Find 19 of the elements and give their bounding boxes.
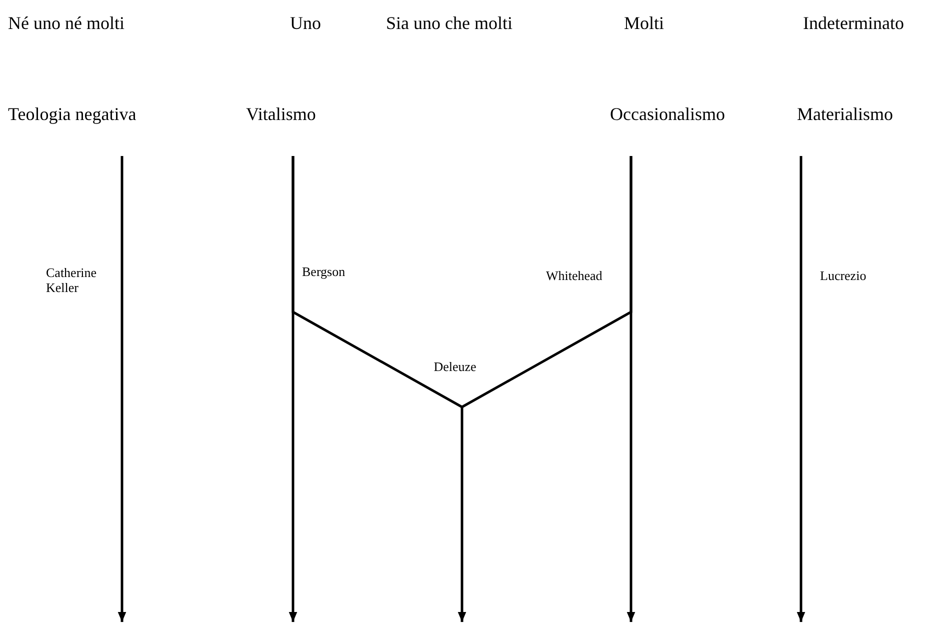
column-heading: Molti [624, 12, 664, 34]
name-label: Lucrezio [820, 268, 866, 283]
name-label: Catherine Keller [46, 265, 96, 295]
name-label: Deleuze [432, 359, 478, 375]
connector-line [292, 156, 463, 408]
category-label: Teologia negativa [8, 103, 138, 125]
arrow [796, 156, 806, 622]
column-heading: Uno [290, 12, 321, 34]
arrow [118, 156, 126, 622]
connector-line [461, 156, 632, 408]
category-label: Materialismo [797, 103, 894, 125]
name-label: Bergson [302, 264, 346, 279]
column-heading: Sia uno che molti [386, 12, 512, 34]
name-label: Whitehead [546, 268, 602, 283]
category-label: Vitalismo [246, 103, 317, 125]
column-heading: Indeterminato [803, 12, 904, 34]
category-label: Occasionalismo [610, 103, 726, 125]
arrow [458, 407, 466, 622]
column-heading: Né uno né molti [8, 12, 124, 34]
